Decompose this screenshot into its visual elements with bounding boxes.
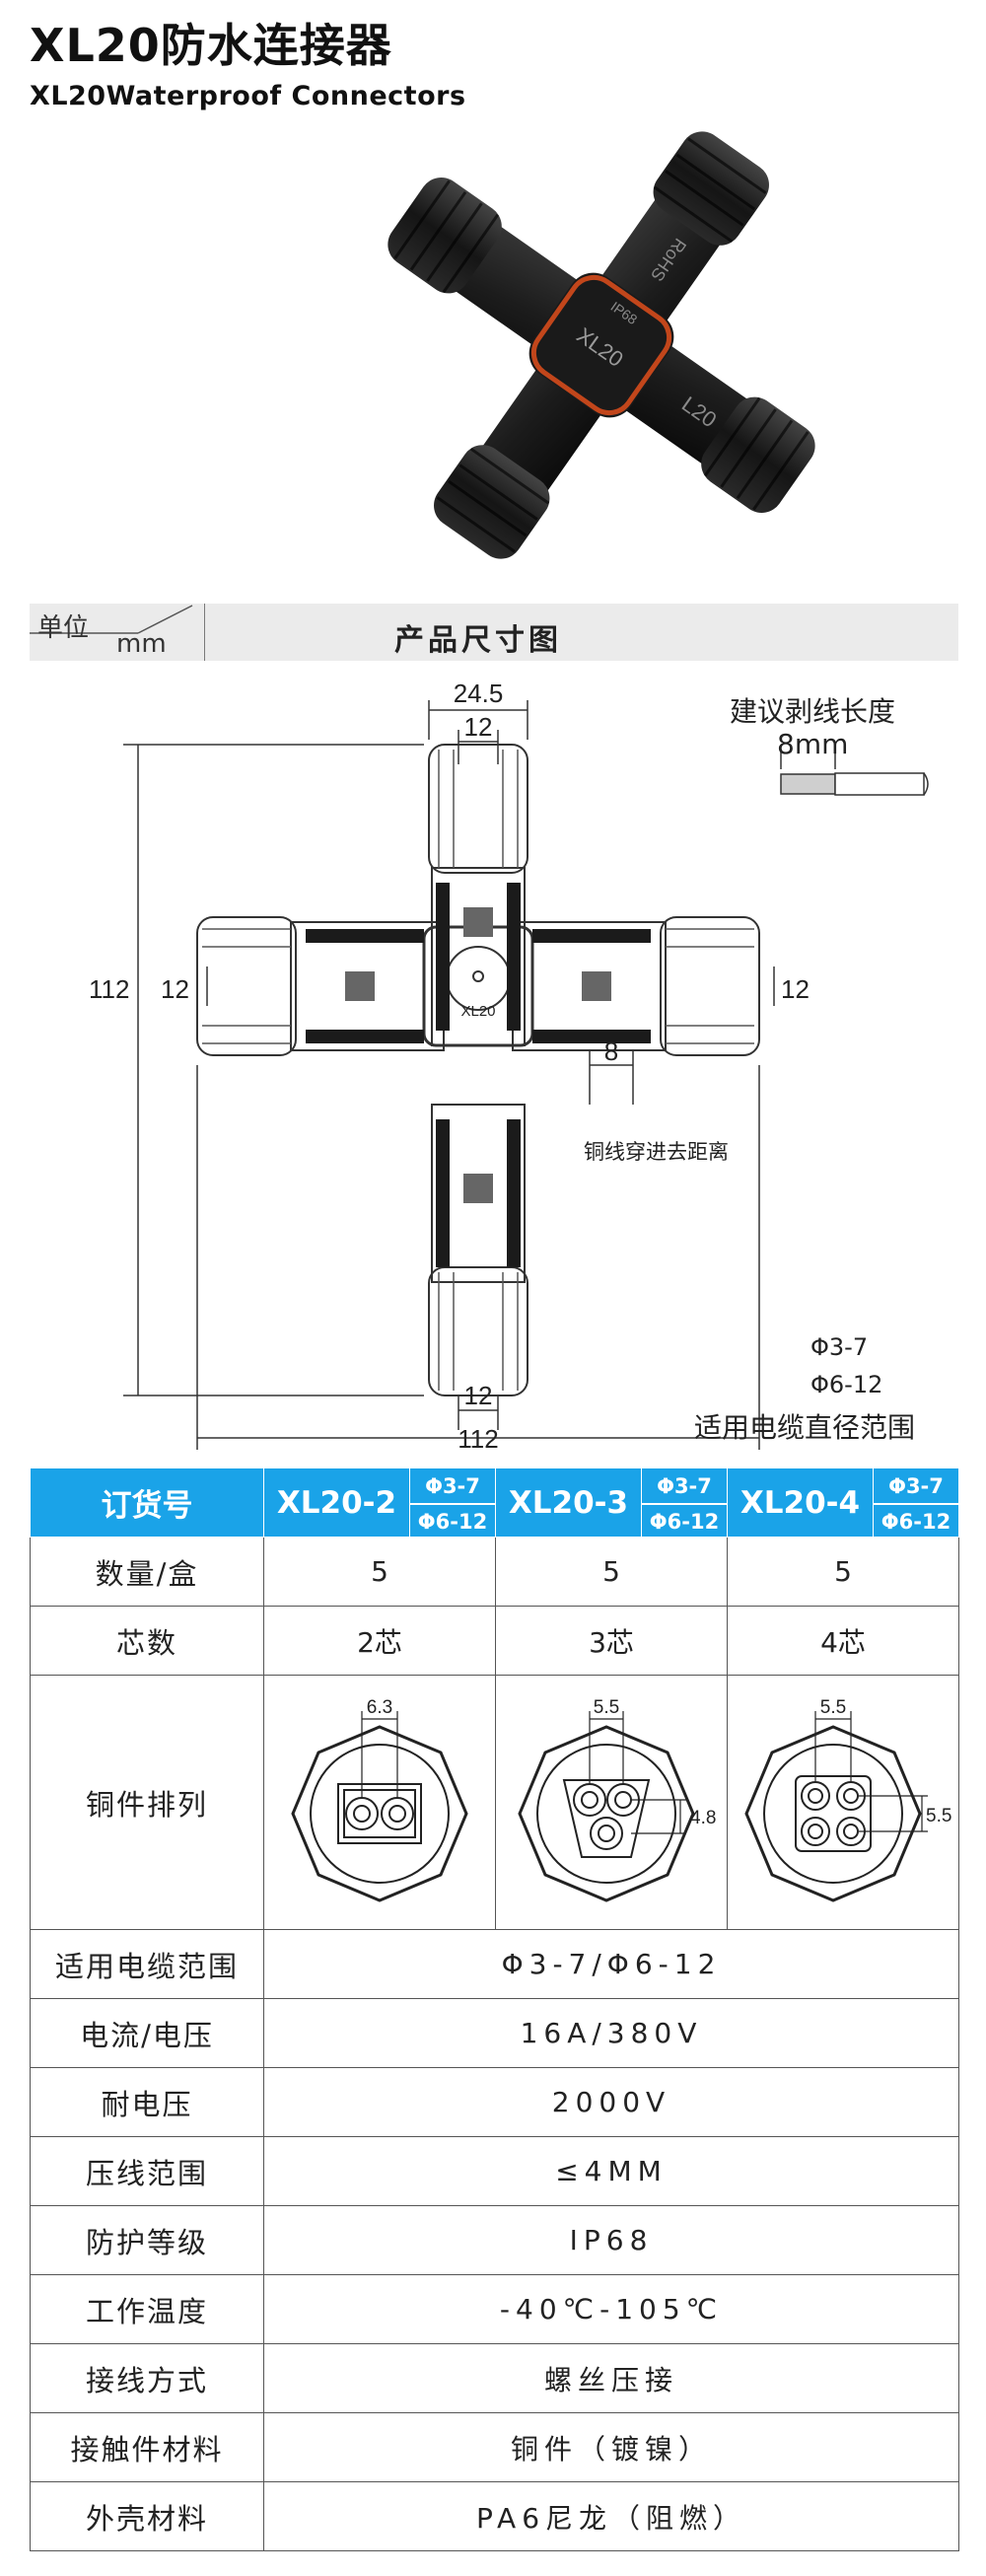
table-row: 芯数 2芯 3芯 4芯 — [30, 1606, 959, 1676]
row-value: 2芯 — [263, 1606, 496, 1676]
cable-range-small: Φ3-7 — [810, 1333, 869, 1361]
copper-depth-label: 铜线穿进去距离 — [584, 1140, 729, 1164]
dim-total-width: 112 — [458, 1424, 498, 1450]
table-row: 接线方式 螺丝压接 — [30, 2343, 959, 2413]
row-value: PA6尼龙（阻燃） — [263, 2481, 959, 2551]
table-row: 适用电缆范围 Φ3-7/Φ6-12 — [30, 1929, 959, 1999]
dim-bottom-arm: 12 — [464, 1381, 493, 1410]
row-value: 16A/380V — [263, 1998, 959, 2068]
row-label: 铜件排列 — [30, 1675, 264, 1930]
row-label: 工作温度 — [30, 2274, 264, 2344]
model-range-header: Φ3-7 Φ6-12 — [873, 1467, 959, 1538]
pin-layout-4: 5.5 5.5 — [727, 1675, 959, 1930]
pin-layout-3-drawing: 5.5 4.8 — [518, 1697, 716, 1902]
row-value: 5 — [495, 1537, 728, 1607]
row-value: IP68 — [263, 2205, 959, 2275]
table-row: 耐电压 2000V — [30, 2067, 959, 2137]
row-value: 螺丝压接 — [263, 2343, 959, 2413]
row-label: 耐电压 — [30, 2067, 264, 2137]
dim-height: 112 — [89, 974, 129, 1004]
table-header-row: 订货号 XL20-2 Φ3-7 Φ6-12 XL20-3 Φ3-7 Φ6-12 … — [30, 1467, 959, 1538]
table-row: 压线范围 ≤4MM — [30, 2136, 959, 2206]
model-header: XL20-4 — [727, 1467, 874, 1538]
model-range-header: Φ3-7 Φ6-12 — [641, 1467, 728, 1538]
row-label: 适用电缆范围 — [30, 1929, 264, 1999]
model-range-a: Φ3-7 — [425, 1473, 480, 1498]
table-row: 工作温度 -40℃-105℃ — [30, 2274, 959, 2344]
row-value: -40℃-105℃ — [263, 2274, 959, 2344]
row-value: 铜件（镀镍） — [263, 2412, 959, 2482]
row-value: Φ3-7/Φ6-12 — [263, 1929, 959, 1999]
dimension-title: 产品尺寸图 — [394, 623, 562, 658]
table-row: 外壳材料 PA6尼龙（阻燃） — [30, 2481, 959, 2551]
model-range-b: Φ6-12 — [410, 1502, 495, 1537]
row-value: 5 — [727, 1537, 959, 1607]
table-row: 铜件排列 6.3 — [30, 1675, 959, 1930]
row-label: 接触件材料 — [30, 2412, 264, 2482]
model-range-b: Φ6-12 — [874, 1502, 958, 1537]
product-photo: XL20 RoHS L20 IP68 — [387, 131, 815, 559]
table-row: 防护等级 IP68 — [30, 2205, 959, 2275]
pin-dim-label: 5.5 — [820, 1697, 846, 1718]
pin-dim-label: 5.5 — [594, 1697, 619, 1718]
row-label: 数量/盒 — [30, 1537, 264, 1607]
row-value: 3芯 — [495, 1606, 728, 1676]
row-label: 外壳材料 — [30, 2481, 264, 2551]
row-value: ≤4MM — [263, 2136, 959, 2206]
strip-length-value: 8mm — [777, 728, 849, 760]
row-value: 4芯 — [727, 1606, 959, 1676]
cable-range-label: 适用电缆直径范围 — [694, 1411, 916, 1444]
drawing-center-label: XL20 — [460, 1003, 495, 1020]
row-label: 压线范围 — [30, 2136, 264, 2206]
pin-dim-label: 4.8 — [690, 1808, 716, 1828]
page-subtitle: XL20Waterproof Connectors — [30, 81, 466, 111]
cable-range-large: Φ6-12 — [810, 1371, 883, 1398]
pin-dim-label: 6.3 — [367, 1697, 392, 1718]
pin-layout-3: 5.5 4.8 — [495, 1675, 728, 1930]
pin-layout-2-drawing: 6.3 — [291, 1697, 468, 1902]
dim-top-arm: 12 — [464, 712, 493, 742]
table-row: 接触件材料 铜件（镀镍） — [30, 2412, 959, 2482]
row-label: 防护等级 — [30, 2205, 264, 2275]
spec-table: 订货号 XL20-2 Φ3-7 Φ6-12 XL20-3 Φ3-7 Φ6-12 … — [30, 1467, 959, 2551]
unit-box — [30, 604, 205, 661]
dim-copper: 8 — [604, 1037, 618, 1066]
model-range-b: Φ6-12 — [642, 1502, 727, 1537]
table-row: 数量/盒 5 5 5 — [30, 1537, 959, 1607]
model-range-a: Φ3-7 — [657, 1473, 712, 1498]
model-range-a: Φ3-7 — [888, 1473, 944, 1498]
dim-left-arm: 12 — [161, 974, 189, 1004]
row-label: 芯数 — [30, 1606, 264, 1676]
pin-dim-label: 5.5 — [926, 1806, 951, 1826]
row-label: 电流/电压 — [30, 1998, 264, 2068]
dimension-section-header: 单位 mm 产品尺寸图 — [30, 604, 958, 661]
dimension-drawing: XL20 24.5 12 112 12 12 8 12 112 — [89, 679, 929, 1450]
unit-value: mm — [116, 629, 167, 659]
unit-label: 单位 — [37, 613, 90, 643]
page-title: XL20防水连接器 — [30, 19, 392, 72]
pin-layout-2: 6.3 — [263, 1675, 496, 1930]
pin-layout-4-drawing: 5.5 5.5 — [744, 1697, 951, 1902]
model-range-header: Φ3-7 Φ6-12 — [409, 1467, 496, 1538]
table-row: 电流/电压 16A/380V — [30, 1998, 959, 2068]
row-value: 5 — [263, 1537, 496, 1607]
order-no-header: 订货号 — [30, 1467, 264, 1538]
model-header: XL20-3 — [495, 1467, 642, 1538]
dim-right-arm: 12 — [781, 974, 810, 1004]
row-value: 2000V — [263, 2067, 959, 2137]
row-label: 接线方式 — [30, 2343, 264, 2413]
strip-length-label: 建议剥线长度 — [730, 695, 896, 728]
dim-top-width: 24.5 — [454, 679, 504, 708]
model-header: XL20-2 — [263, 1467, 410, 1538]
